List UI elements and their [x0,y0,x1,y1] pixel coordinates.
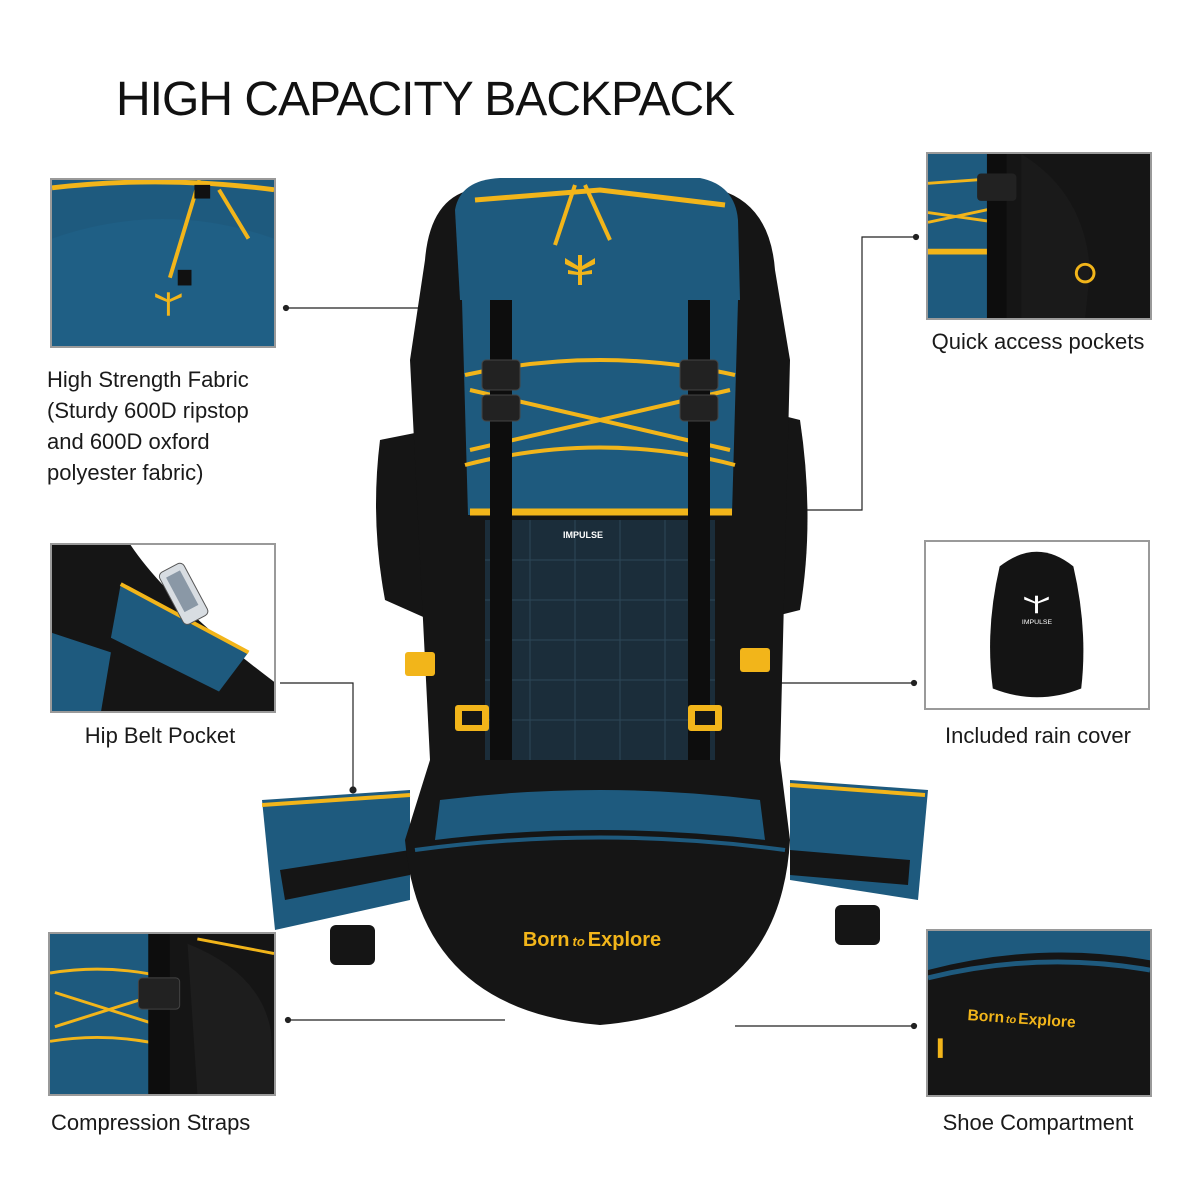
page-title: HIGH CAPACITY BACKPACK [116,73,735,126]
dragonfly-logo-icon [155,292,182,316]
compression-caption: Compression Straps [51,1110,251,1135]
compression-thumbnail [48,932,276,1096]
smartphone-icon [158,562,209,625]
rain-cover-brand: IMPULSE [1022,619,1053,626]
fabric-caption: High Strength Fabric (Sturdy 600D ripsto… [47,367,249,485]
quick-access-thumbnail [926,152,1152,320]
rain-cover-thumbnail: IMPULSE [924,540,1150,710]
fabric-thumbnail [50,178,276,348]
shoe-slogan: BorntoExplore [967,1007,1077,1031]
shoe-caption: Shoe Compartment [942,1110,1134,1135]
shoe-thumbnail: BorntoExplore [926,929,1152,1097]
brand-tag: IMPULSE [563,530,603,540]
quick-access-caption: Quick access pockets [931,329,1145,354]
hip-belt-caption: Hip Belt Pocket [84,723,236,748]
dragonfly-logo-icon [1024,595,1049,614]
dragonfly-logo-icon [565,255,595,285]
rain-cover-caption: Included rain cover [945,723,1131,748]
buckle-icon [481,359,719,422]
hip-belt-thumbnail [50,543,276,713]
